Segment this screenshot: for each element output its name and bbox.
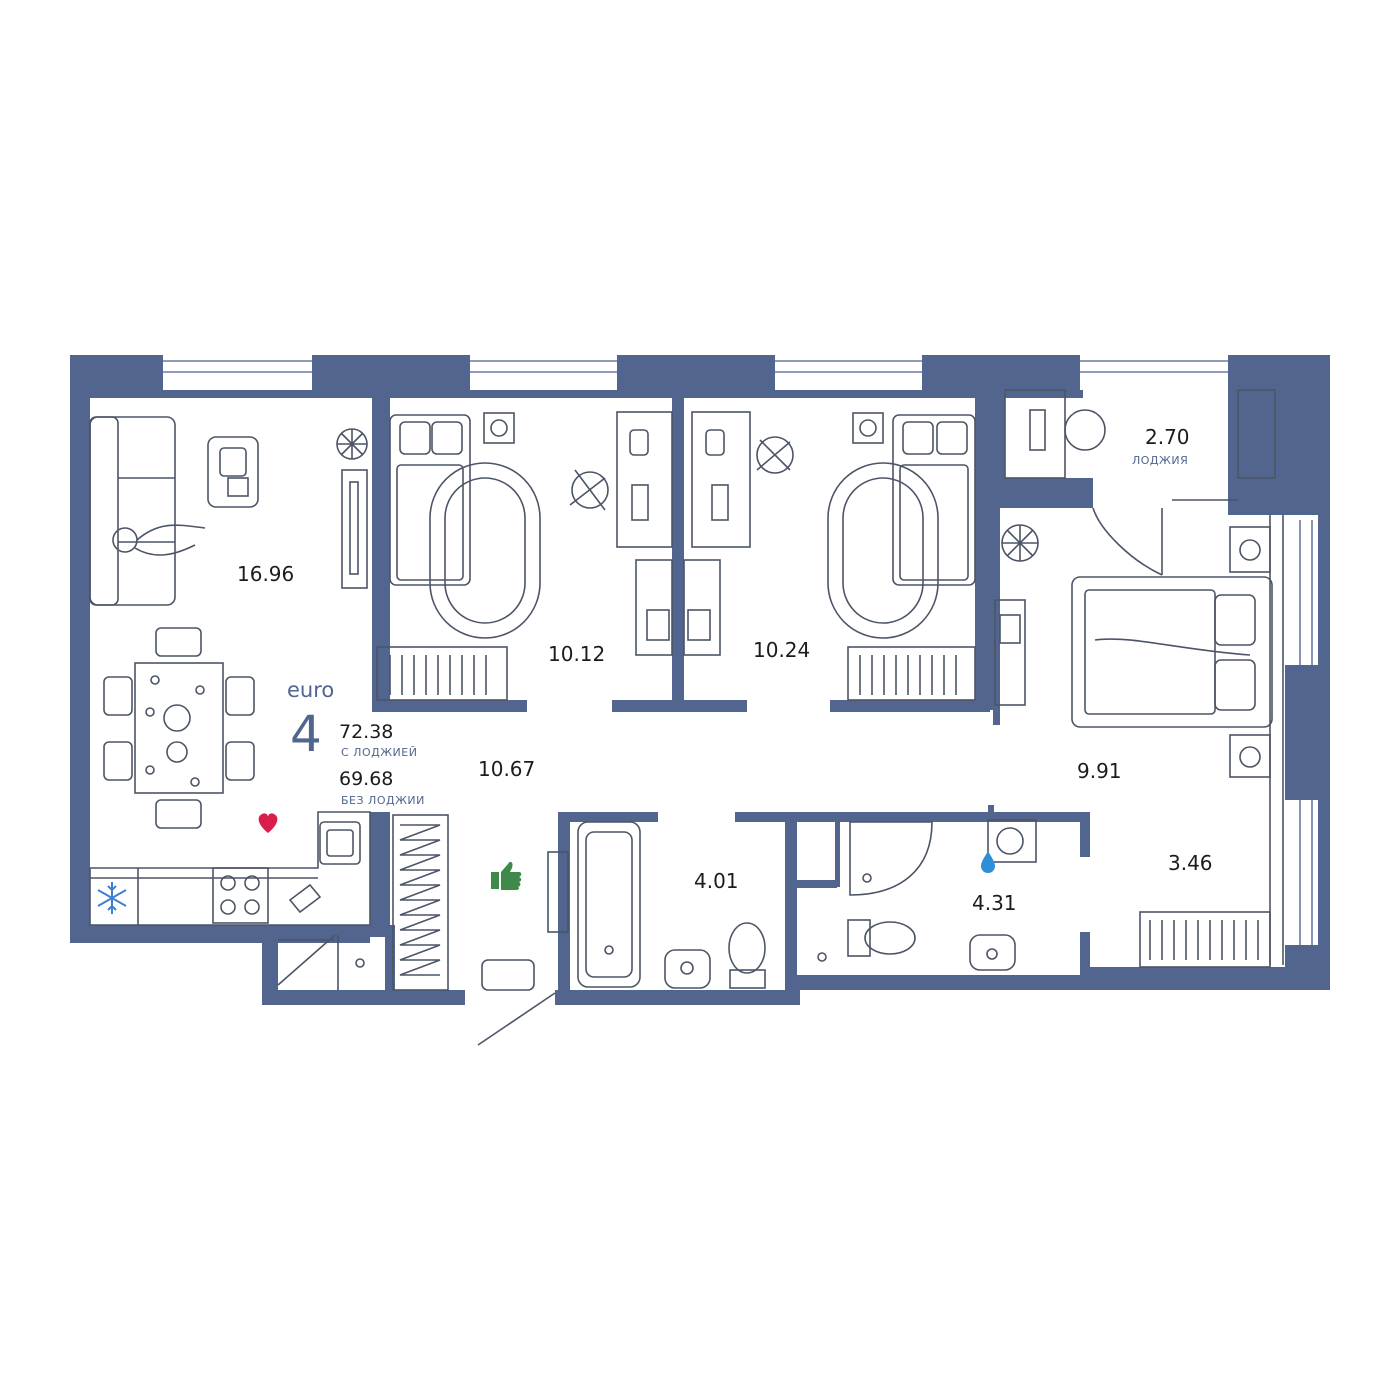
label-loggia: ЛОДЖИЯ bbox=[1132, 454, 1188, 467]
without-loggia-label: БЕЗ ЛОДЖИИ bbox=[341, 794, 425, 807]
apartment-summary: euro 4 72.38 С ЛОДЖИЕЙ 69.68 БЕЗ ЛОДЖИИ bbox=[287, 678, 425, 807]
thumbs-up-icon bbox=[491, 861, 522, 890]
area-bedroom-2: 10.24 bbox=[753, 638, 810, 662]
area-master-bedroom: 9.91 bbox=[1077, 759, 1122, 783]
total-area-with-loggia: 72.38 bbox=[339, 721, 393, 743]
with-loggia-label: С ЛОДЖИЕЙ bbox=[341, 746, 417, 759]
heart-icon bbox=[258, 813, 278, 833]
water-drop-icon bbox=[981, 851, 995, 873]
area-living-kitchen: 16.96 bbox=[237, 562, 294, 586]
area-wardrobe: 3.46 bbox=[1168, 851, 1213, 875]
walls bbox=[70, 355, 1330, 1005]
area-wc-laundry: 4.31 bbox=[972, 891, 1017, 915]
windows bbox=[163, 360, 1313, 945]
snowflake-icon bbox=[97, 882, 127, 914]
total-area-without-loggia: 69.68 bbox=[339, 768, 393, 790]
apartment-type: euro bbox=[287, 678, 334, 702]
area-bathroom: 4.01 bbox=[694, 869, 739, 893]
furniture bbox=[89, 389, 1284, 1046]
room-count: 4 bbox=[290, 705, 322, 763]
area-bedroom-1: 10.12 bbox=[548, 642, 605, 666]
area-hallway: 10.67 bbox=[478, 757, 535, 781]
area-loggia: 2.70 bbox=[1145, 425, 1190, 449]
